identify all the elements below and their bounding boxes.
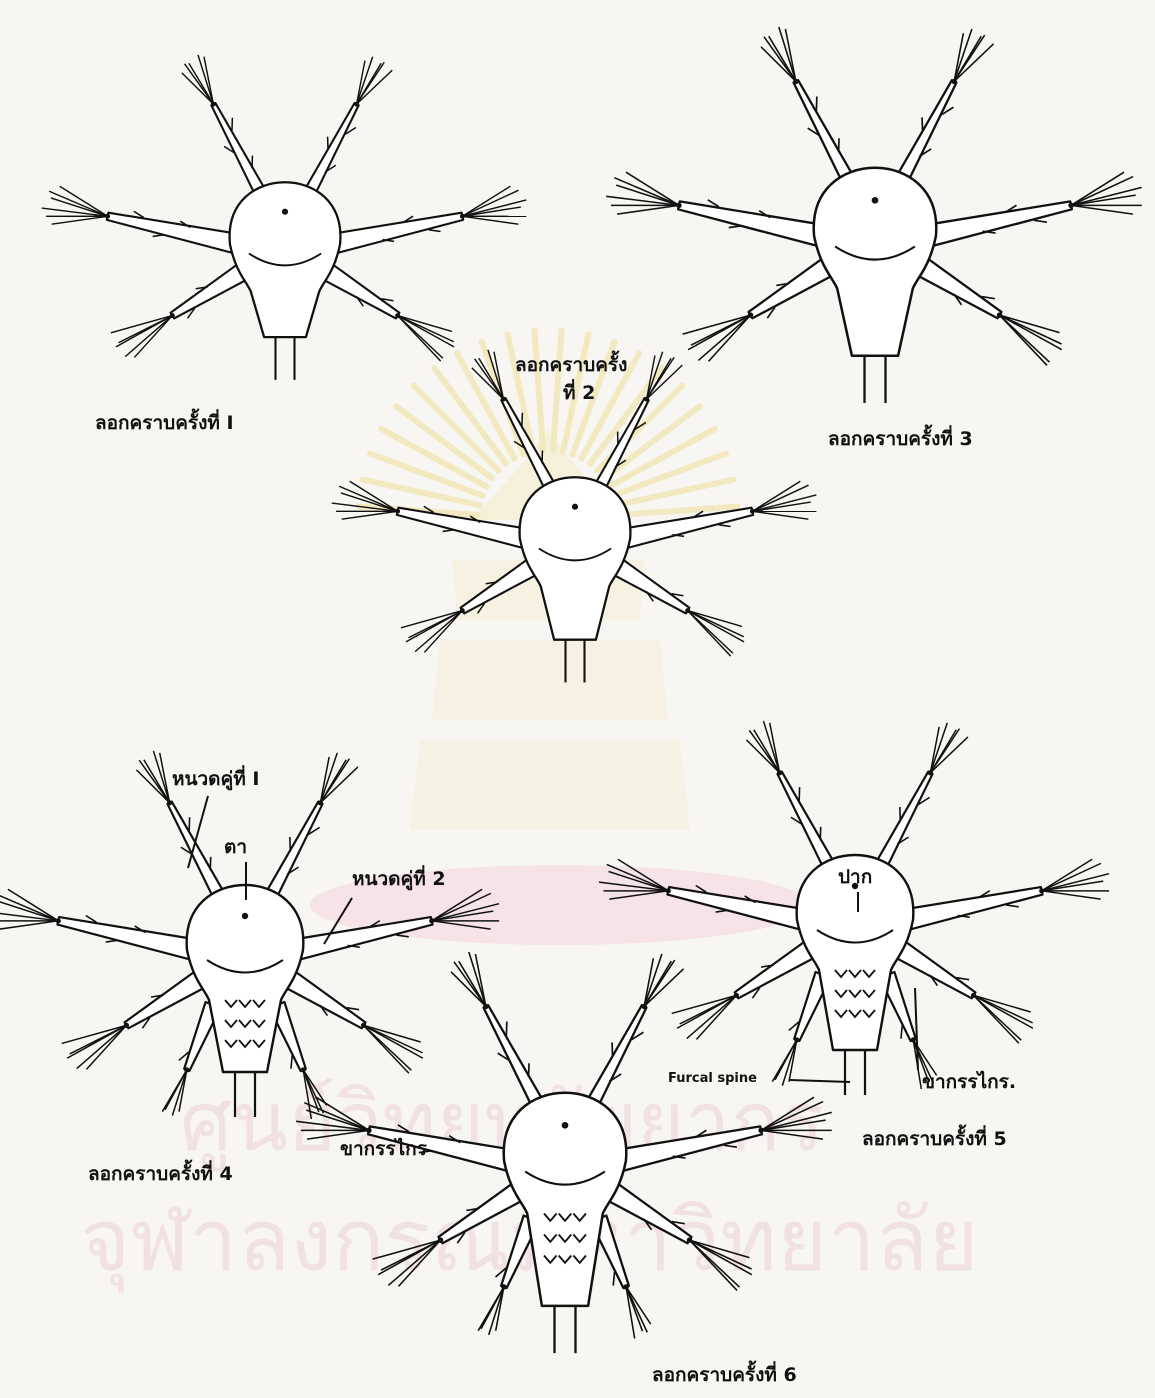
label-molt-3: ลอกคราบครั้งที่ 3 [828, 430, 973, 449]
label-antenna: หนวดคู่ที่ 2 [352, 870, 446, 889]
label-molt-2-line2: ที่ 2 [563, 384, 595, 403]
label-molt-1: ลอกคราบครั้งที่ I [95, 414, 234, 433]
larva-stage-3 [606, 27, 1142, 403]
label-thoracic-leg-5: ขากรรไกร. [922, 1073, 1016, 1092]
label-mouth: ปาก [838, 868, 872, 887]
label-molt-6: ลอกคราบครั้งที่ 6 [652, 1366, 797, 1385]
label-molt-5: ลอกคราบครั้งที่ 5 [862, 1130, 1007, 1149]
label-molt-2-line1: ลอกคราบครั้ง [515, 356, 627, 375]
label-furcal-spine: Furcal spine [668, 1072, 757, 1085]
label-eye: ตา [224, 838, 247, 857]
label-molt-4: ลอกคราบครั้งที่ 4 [88, 1165, 233, 1184]
label-antennule: หนวดคู่ที่ I [172, 770, 259, 789]
larva-stage-1 [42, 55, 527, 380]
label-thoracic-leg-4: ขากรรไกร [340, 1140, 427, 1159]
